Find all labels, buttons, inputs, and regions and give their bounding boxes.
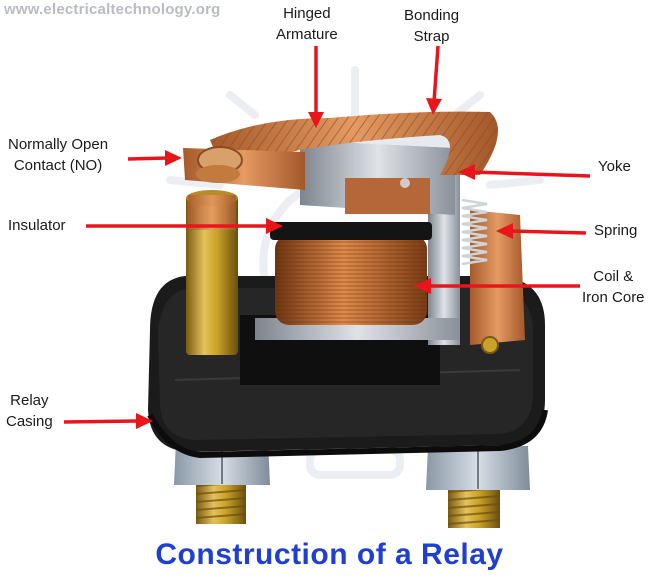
diagram-title: Construction of a Relay <box>155 538 504 571</box>
terminal-right <box>426 446 530 528</box>
label-line: Relay <box>10 392 49 409</box>
label-line: Contact (NO) <box>13 157 103 174</box>
label-line: Hinged <box>283 5 331 22</box>
label-line: Strap <box>413 28 450 45</box>
label-line: Normally Open <box>8 136 109 153</box>
label-bonding-strap: Bonding Strap <box>404 5 459 47</box>
contact-pillar <box>186 190 238 355</box>
label-insulator: Insulator <box>8 217 66 234</box>
site-watermark: www.electricaltechnology.org <box>4 1 221 18</box>
spring <box>461 198 488 266</box>
label-line: Iron Core <box>582 289 645 306</box>
label-line: Armature <box>276 26 338 43</box>
no-contact-tab <box>183 146 305 190</box>
label-line: Casing <box>6 413 53 430</box>
coil <box>270 222 432 325</box>
label-relay-casing: Relay Casing <box>6 390 53 432</box>
bonding-strap <box>210 111 498 175</box>
label-spring: Spring <box>594 222 638 239</box>
label-normally-open-contact: Normally Open Contact (NO) <box>8 134 108 176</box>
label-line: Bonding <box>404 7 460 24</box>
label-hinged-armature: Hinged Armature <box>276 3 338 45</box>
label-yoke: Yoke <box>598 158 631 175</box>
label-line: Coil & <box>593 268 634 285</box>
label-arrows <box>63 45 591 429</box>
label-coil-iron-core: Coil & Iron Core <box>582 266 645 308</box>
